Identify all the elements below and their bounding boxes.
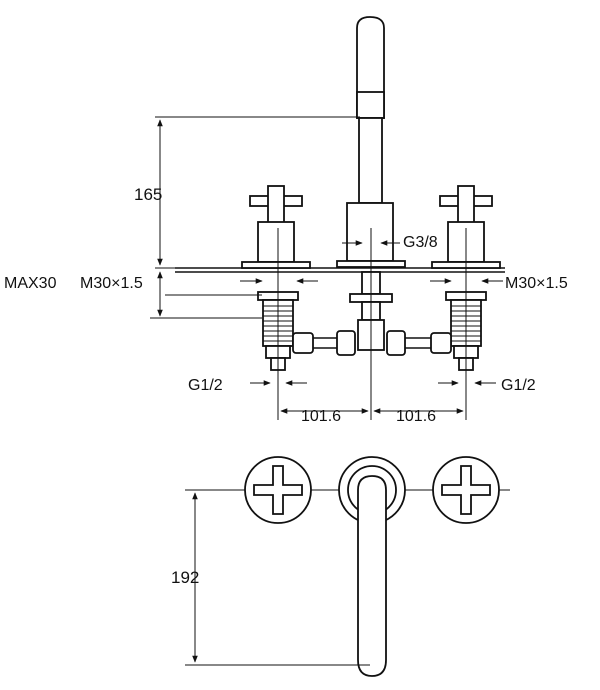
connector-tubes [292, 330, 452, 356]
inlet-label-left: G1/2 [188, 377, 223, 394]
thread-label-left: M30×1.5 [80, 275, 143, 292]
left-handle-top [244, 456, 312, 524]
spout-top [338, 456, 406, 677]
thread-label-right: M30×1.5 [505, 275, 568, 292]
max-deck-label: MAX30 [4, 275, 57, 292]
dim-label-165: 165 [134, 185, 163, 204]
inlet-label-right: G1/2 [501, 377, 536, 394]
dim-label-192: 192 [171, 568, 200, 587]
spacing-label-left: 101.6 [301, 408, 342, 425]
thread-label-center: G3/8 [403, 234, 438, 251]
spout [336, 16, 406, 268]
spacing-label-right: 101.6 [396, 408, 437, 425]
right-handle-top [432, 456, 500, 524]
